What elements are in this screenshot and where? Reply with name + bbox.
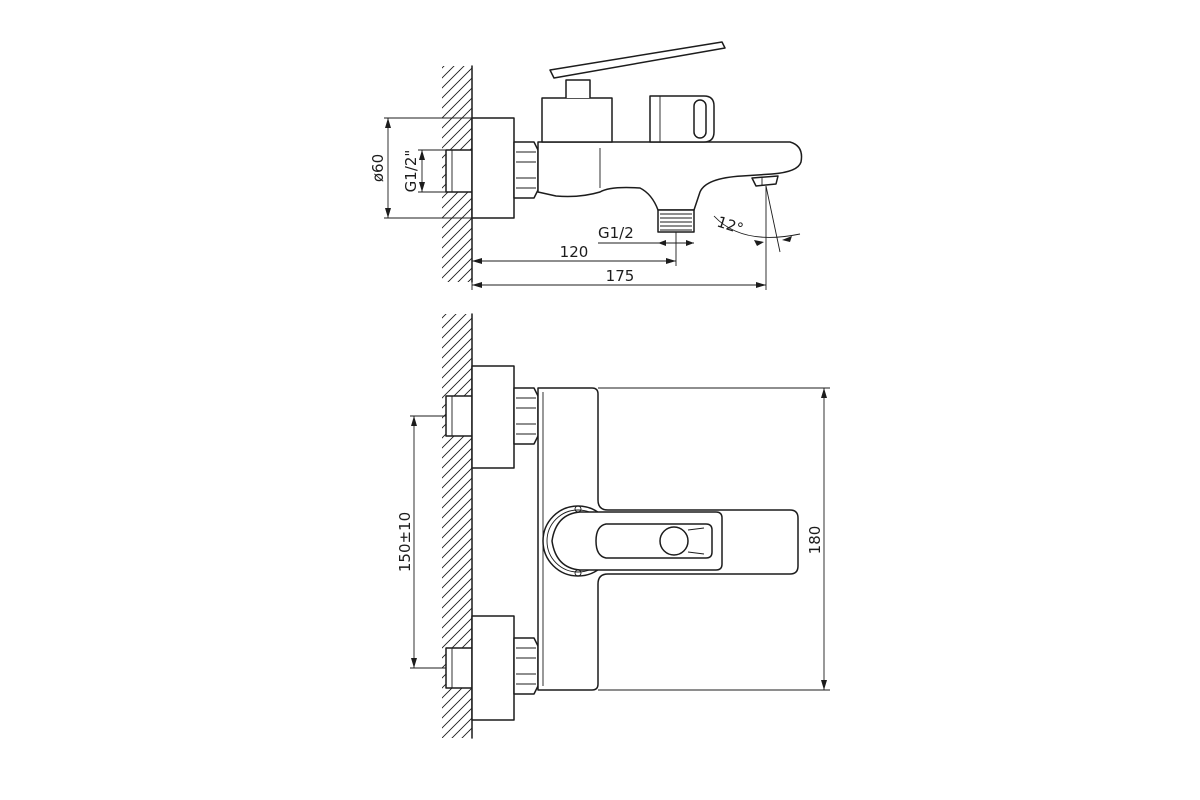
diverter-knob [649,95,715,143]
front-view: 150±10 180 [396,313,830,739]
label-height-180: 180 [806,526,824,555]
label-angle: 12° [715,213,746,238]
diverter-slot [693,99,707,139]
hex-nut-lower [513,637,539,695]
cartridge-housing [541,97,613,143]
lever-handle [549,41,726,79]
side-view: ø60 G1/2" G1/2 120 175 12° [369,41,803,290]
label-dia-60: ø60 [369,154,387,182]
hex-nut-top [513,141,539,199]
escutcheon-top [471,117,515,219]
escutcheon-upper [471,365,515,469]
label-thread-wall: G1/2" [402,150,420,193]
label-len-120: 120 [560,243,589,261]
pipe-stub-upper [445,395,473,437]
lever-front [551,511,723,571]
pipe-stub-lower [445,647,473,689]
outlet-thread [657,209,695,233]
angle-arc [713,215,801,238]
label-thread-outlet: G1/2 [598,224,634,242]
escutcheon-lower [471,615,515,721]
pipe-stub-top [445,149,473,193]
diverter-knob-front [659,526,689,556]
lever-slot [595,523,713,559]
label-center-distance: 150±10 [396,512,414,572]
label-len-175: 175 [606,267,635,285]
hex-nut-upper [513,387,539,445]
lever-stem [565,79,591,98]
aerator [751,175,779,187]
mixer-body-top [537,141,803,211]
